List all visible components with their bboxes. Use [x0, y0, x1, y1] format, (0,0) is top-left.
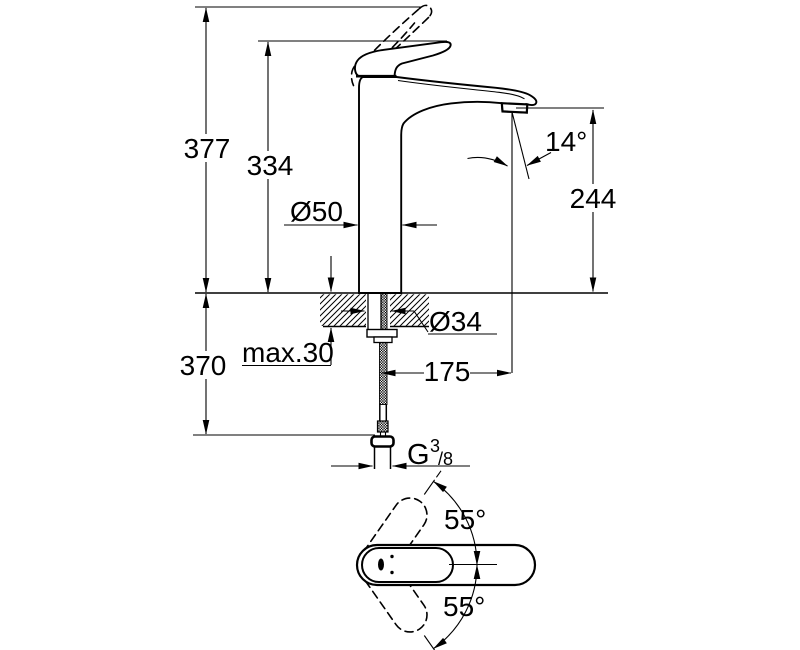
- dim-projection-label: 175: [424, 356, 471, 387]
- swivel-ext-upper: [423, 479, 436, 495]
- faucet-body-outline: [358, 76, 538, 294]
- dim-body-height: 334: [246, 41, 294, 293]
- hose-crimp-fitting: [376, 420, 389, 433]
- dim-hole-diameter-label: Ø34: [429, 306, 482, 337]
- dim-body-diameter: Ø50: [284, 196, 437, 229]
- dim-below-deck-length: 370: [179, 293, 227, 435]
- counter-section: [195, 292, 608, 328]
- g38-connector-nut: [370, 435, 395, 448]
- dim-outlet-height: 244: [569, 109, 617, 292]
- handle-logo-mark: [378, 558, 384, 571]
- swivel-arc-upper: [433, 480, 481, 566]
- dim-max-thickness-label: max.30: [242, 337, 334, 368]
- mounting-shank: [367, 292, 382, 331]
- swivel-direction-arrow: [467, 156, 508, 167]
- dim-outlet-height-label: 244: [570, 183, 617, 214]
- counter-hatch-left: [320, 294, 366, 326]
- dim-body-height-label: 334: [247, 150, 294, 181]
- dim-stream-angle: 14°: [467, 126, 587, 167]
- dim-max-counter-thickness: max.30: [242, 256, 335, 368]
- swivel-ext-lower: [423, 635, 436, 650]
- mounting-nut: [373, 336, 393, 344]
- dim-below-deck-label: 370: [180, 350, 227, 381]
- thread-label-g: G: [407, 439, 430, 471]
- dimensions: 377 334 370 244 Ø50: [179, 6, 617, 471]
- dim-hole-diameter: Ø34: [341, 306, 497, 337]
- handle-top-outline: [361, 547, 454, 583]
- dim-thread-size: G 3 /8: [331, 436, 470, 471]
- thread-label-denominator: /8: [438, 449, 453, 469]
- handle-top-view: 55° 55°: [355, 470, 537, 650]
- dim-swivel-lower-label: 55°: [443, 591, 485, 622]
- dim-swivel-upper-label: 55°: [444, 504, 486, 535]
- mounting-washer: [366, 328, 398, 338]
- dim-overall-height: 377: [183, 7, 231, 293]
- dim-overall-height-label: 377: [184, 133, 231, 164]
- counter-hatch-right: [390, 294, 429, 326]
- thread-label-numerator: 3: [430, 436, 440, 456]
- faucet-side-view: [195, 4, 608, 469]
- swivel-arc-lower: [433, 564, 481, 650]
- lever-handle: [354, 40, 452, 77]
- dim-body-diameter-label: Ø50: [290, 196, 343, 227]
- stream-angle-line: [511, 111, 530, 180]
- dim-stream-angle-label: 14°: [545, 126, 587, 157]
- dim-projection: 175: [381, 356, 512, 387]
- aerator: [500, 102, 529, 114]
- spout-inner-contour: [397, 79, 525, 100]
